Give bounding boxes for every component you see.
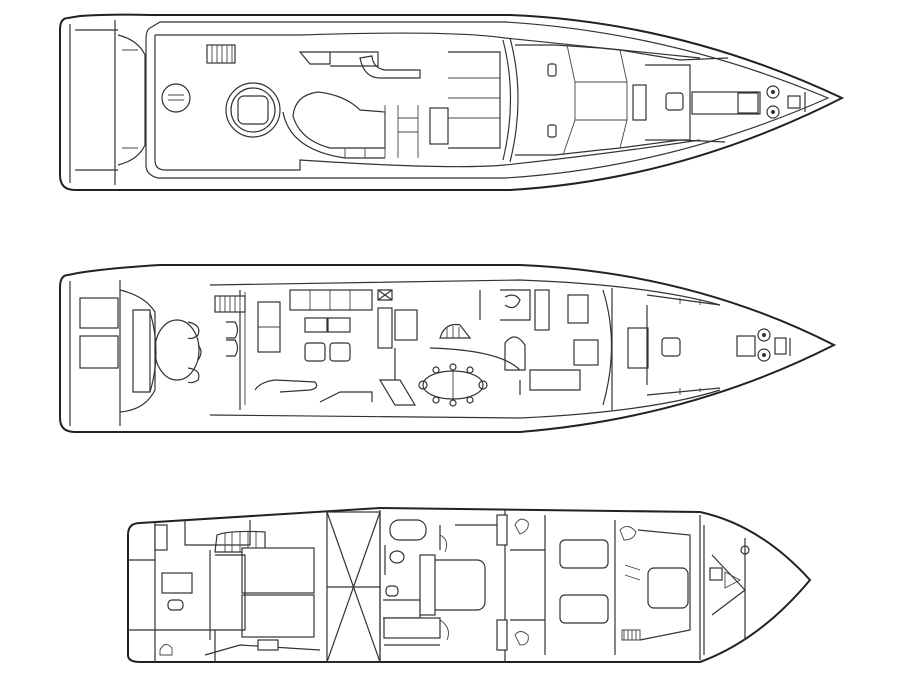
main-deck bbox=[59, 264, 837, 433]
lower-deck bbox=[127, 506, 812, 663]
sun-deck bbox=[59, 13, 845, 191]
